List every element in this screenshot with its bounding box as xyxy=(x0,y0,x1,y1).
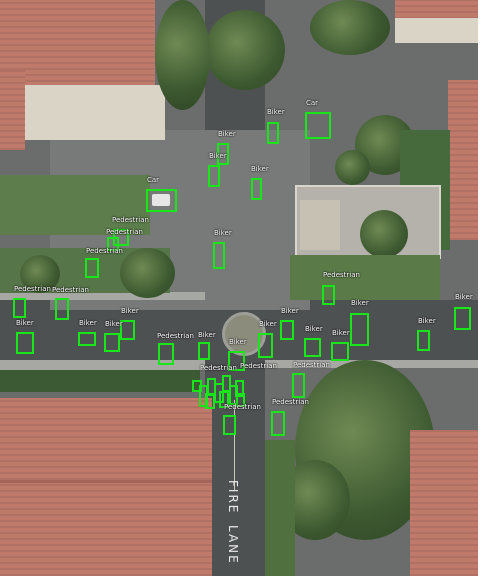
detection-box-biker xyxy=(417,330,430,351)
building-roof-east xyxy=(448,80,478,240)
detection-box-biker xyxy=(208,165,220,187)
tree-northeast xyxy=(310,0,390,55)
detection-label-biker: Biker xyxy=(455,293,473,301)
detection-box-biker xyxy=(78,332,96,346)
detection-label-pedestrian: Pedestrian xyxy=(112,216,149,224)
building-roof-northwest xyxy=(0,0,155,100)
tree-north-center xyxy=(205,10,285,90)
detection-box-biker xyxy=(280,320,294,340)
tree-east-2 xyxy=(335,150,370,185)
detection-box-biker xyxy=(454,307,471,330)
detection-label-biker: Biker xyxy=(267,108,285,116)
detection-label-pedestrian: Pedestrian xyxy=(323,271,360,279)
detection-box-biker xyxy=(217,143,229,165)
detection-label-biker: Biker xyxy=(281,307,299,315)
lawn-center-east xyxy=(290,255,440,300)
building-roof-southeast xyxy=(410,430,478,576)
detection-box-pedestrian xyxy=(158,343,174,365)
sidewalk-north xyxy=(0,292,205,300)
detection-box-biker xyxy=(228,351,245,371)
tree-west-1 xyxy=(120,248,175,298)
hedge-south xyxy=(0,370,200,392)
detection-box-pedestrian xyxy=(107,237,119,251)
detection-label-biker: Biker xyxy=(351,299,369,307)
detection-label-biker: Biker xyxy=(251,165,269,173)
detection-label-biker: Biker xyxy=(229,338,247,346)
detection-label-biker: Biker xyxy=(79,319,97,327)
detection-label-biker: Biker xyxy=(259,320,277,328)
detection-box-biker xyxy=(104,333,120,352)
lawn-west xyxy=(0,175,150,235)
sidewalk-south xyxy=(0,360,205,370)
building-roof-southwest xyxy=(0,398,212,576)
detection-label-biker: Biker xyxy=(332,329,350,337)
detection-label-car: Car xyxy=(147,176,160,184)
center-line xyxy=(234,400,235,490)
detection-label-pedestrian: Pedestrian xyxy=(106,228,143,236)
detection-label-biker: Biker xyxy=(16,319,34,327)
detection-box-biker xyxy=(331,342,349,361)
detection-label-biker: Biker xyxy=(305,325,323,333)
detection-box-pedestrian xyxy=(55,298,69,320)
detection-box-pedestrian xyxy=(199,385,208,407)
detection-label-biker: Biker xyxy=(105,320,123,328)
detection-box-biker xyxy=(16,332,34,354)
building-wall-northwest xyxy=(20,85,165,140)
detection-label-pedestrian: Pedestrian xyxy=(293,361,330,369)
detection-label-pedestrian: Pedestrian xyxy=(272,398,309,406)
detection-box-biker xyxy=(198,342,210,360)
road-marking-lane: LANE xyxy=(226,525,240,565)
detection-label-pedestrian: Pedestrian xyxy=(86,247,123,255)
detection-box-biker xyxy=(258,333,273,358)
detection-box-pedestrian xyxy=(235,380,244,397)
detection-box-pedestrian xyxy=(85,258,99,278)
building-roof-west xyxy=(0,70,25,150)
detection-label-biker: Biker xyxy=(418,317,436,325)
detection-label-pedestrian: Pedestrian xyxy=(52,286,89,294)
detection-box-pedestrian xyxy=(292,373,305,398)
detection-box-pedestrian xyxy=(219,391,229,408)
detection-box-biker xyxy=(120,320,135,340)
tree-west-2 xyxy=(20,255,60,293)
detection-box-biker xyxy=(251,178,262,200)
detection-box-car xyxy=(146,189,177,212)
detection-box-biker xyxy=(304,338,321,357)
detection-label-pedestrian: Pedestrian xyxy=(200,364,237,372)
detection-box-biker xyxy=(267,122,279,144)
tree-north-left xyxy=(155,0,210,110)
detection-label-car: Car xyxy=(306,99,319,107)
detection-box-pedestrian xyxy=(236,393,245,407)
tree-courtyard xyxy=(360,210,408,258)
lawn-southeast xyxy=(265,440,295,576)
detection-label-biker: Biker xyxy=(209,152,227,160)
road-marking-fire: FIRE xyxy=(226,480,240,515)
detection-box-pedestrian xyxy=(271,411,285,436)
detection-box-biker xyxy=(350,313,369,346)
detection-box-pedestrian xyxy=(322,285,335,305)
detection-label-biker: Biker xyxy=(218,130,236,138)
building-tower xyxy=(300,200,340,250)
image-border-bottom xyxy=(0,576,485,579)
detection-label-biker: Biker xyxy=(198,331,216,339)
building-wall-northeast xyxy=(395,18,478,43)
detection-label-pedestrian: Pedestrian xyxy=(240,362,277,370)
detection-box-pedestrian xyxy=(223,415,236,435)
detection-box-car xyxy=(305,112,331,139)
detection-label-pedestrian: Pedestrian xyxy=(224,403,261,411)
detection-label-pedestrian: Pedestrian xyxy=(157,332,194,340)
roof-ridge-southwest xyxy=(0,480,212,483)
white-car xyxy=(152,194,170,206)
image-border-right xyxy=(478,0,485,579)
detection-box-biker xyxy=(213,242,225,269)
detection-label-biker: Biker xyxy=(121,307,139,315)
detection-label-biker: Biker xyxy=(214,229,232,237)
detection-box-pedestrian xyxy=(13,298,26,318)
detection-label-pedestrian: Pedestrian xyxy=(14,285,51,293)
